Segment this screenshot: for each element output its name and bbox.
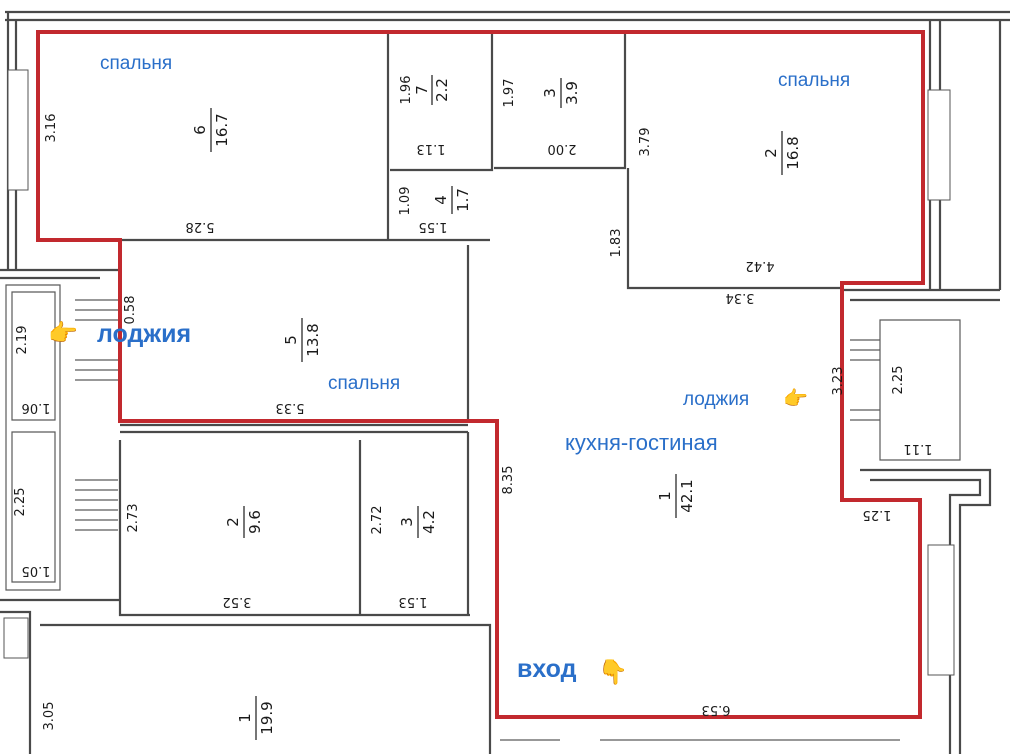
label-bedroom-mid: спальня (328, 373, 400, 394)
dim: 1.09 (398, 187, 413, 216)
svg-text:2.2: 2.2 (433, 78, 451, 102)
svg-text:13.8: 13.8 (304, 323, 322, 356)
dim: 2.73 (126, 504, 141, 533)
svg-text:1: 1 (656, 491, 674, 501)
dim: 3.05 (42, 702, 57, 731)
dim: 2.19 (15, 326, 30, 355)
svg-text:2: 2 (762, 148, 780, 158)
label-bedroom-nw: спальня (100, 53, 172, 74)
dim: 8.35 (501, 466, 516, 495)
svg-text:1.7: 1.7 (454, 188, 472, 212)
dim: 1.55 (419, 219, 448, 234)
svg-text:1: 1 (236, 713, 254, 723)
pointer-right-icon: 👉 (48, 319, 78, 347)
svg-text:42.1: 42.1 (678, 479, 696, 512)
svg-text:5: 5 (282, 335, 300, 345)
dim: 6.53 (702, 702, 731, 717)
dim: 3.23 (831, 367, 846, 396)
room-4: 4 1.7 (432, 186, 472, 214)
pointer-right-icon: 👉 (783, 386, 808, 410)
svg-text:4: 4 (432, 195, 450, 205)
dim: 5.28 (186, 219, 215, 234)
walls (0, 10, 1010, 754)
dim: 1.13 (417, 141, 446, 156)
room-5: 5 13.8 (282, 318, 322, 362)
apartment-outline (36, 30, 925, 719)
svg-text:2: 2 (224, 517, 242, 527)
room-3-lower: 3 4.2 (398, 506, 438, 538)
label-kitchen-living: кухня-гостиная (565, 430, 718, 455)
dim: 1.97 (502, 79, 517, 108)
dim: 3.79 (638, 128, 653, 157)
dim: 3.16 (44, 114, 59, 143)
dim: 2.72 (370, 506, 385, 535)
svg-text:16.8: 16.8 (784, 136, 802, 169)
dim: 1.05 (22, 563, 51, 578)
dim: 2.00 (548, 141, 577, 156)
dim: 3.52 (223, 594, 252, 609)
dim: 4.42 (746, 258, 775, 273)
svg-text:19.9: 19.9 (258, 701, 276, 734)
dim: 2.25 (891, 366, 906, 395)
svg-text:3: 3 (541, 88, 559, 98)
dim: 1.25 (863, 507, 892, 522)
svg-text:16.7: 16.7 (213, 113, 231, 146)
dim: 1.06 (22, 400, 51, 415)
room-6: 6 16.7 (191, 108, 231, 152)
dim: 5.33 (276, 400, 305, 415)
room-2-lower: 2 9.6 (224, 506, 264, 538)
label-bedroom-ne: спальня (778, 70, 850, 91)
svg-text:7: 7 (413, 85, 431, 95)
dim: 1.11 (904, 441, 933, 456)
svg-text:6: 6 (191, 125, 209, 135)
pointer-down-icon: 👇 (598, 658, 628, 686)
svg-text:3.9: 3.9 (563, 81, 581, 105)
dim: 1.83 (609, 229, 624, 258)
room-2-ne: 2 16.8 (762, 131, 802, 175)
room-3-top: 3 3.9 (541, 78, 581, 108)
room-7: 1.96 7 2.2 (399, 75, 451, 105)
label-entrance: вход (517, 655, 577, 683)
label-loggia-right: лоджия (683, 389, 749, 410)
dim: 1.53 (399, 594, 428, 609)
room-1-bottom: 1 19.9 (236, 696, 276, 740)
dim: 3.34 (726, 290, 755, 305)
dim: 2.25 (13, 488, 28, 517)
svg-text:4.2: 4.2 (420, 510, 438, 534)
svg-text:9.6: 9.6 (246, 510, 264, 534)
dim: 0.58 (123, 296, 138, 325)
svg-text:3: 3 (398, 517, 416, 527)
svg-text:1.96: 1.96 (399, 76, 414, 105)
room-1-kitchen: 1 42.1 (656, 474, 696, 518)
label-loggia-left: лоджия (97, 320, 191, 348)
